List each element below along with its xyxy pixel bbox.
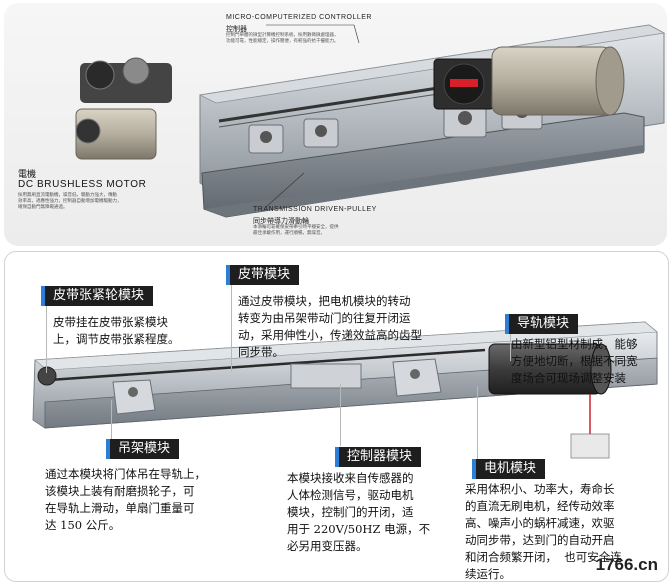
motor-description: 採用無刷直流電動機，噪音低，驅動力強大，傳動 效率高，適應性強力，控制器自動增加… xyxy=(18,193,122,210)
module-desc-controller: 本模块接收来自传感器的 人体检测信号，驱动电机 模块，控制门的开闭，适 用于 2… xyxy=(287,471,431,553)
module-tag-motor: 电机模块 xyxy=(472,459,546,479)
operator-3d-illustration xyxy=(75,24,666,218)
site-watermark: 1766.cn xyxy=(595,555,658,574)
module-desc-hanger: 通过本模块将门体吊在导轨上， 该模块上装有耐磨损轮子，可 在导轨上滑动，单扇门重… xyxy=(45,467,206,532)
top-product-panel: MICRO-COMPUTERIZED CONTROLLER 控制器 控制門單體的… xyxy=(4,3,667,246)
module-tag-belt: 皮带模块 xyxy=(226,265,300,285)
operator-rail-illustration xyxy=(32,321,658,459)
leader-rail xyxy=(510,329,511,361)
module-desc-belt: 通过皮带模块，把电机模块的转动 转变为由吊架带动门的往复开闭运 动，采用伸性小，… xyxy=(238,294,422,359)
pulley-caption-zh: 同步帶導力滑動輪 xyxy=(253,217,309,225)
motor-thumbnail-group xyxy=(75,57,172,160)
motor-caption-en: DC BRUSHLESS MOTOR xyxy=(18,179,147,190)
leader-motor xyxy=(477,386,478,462)
controller-caption-zh: 控制器 xyxy=(226,25,247,33)
module-tag-controller: 控制器模块 xyxy=(335,447,422,467)
leader-tension xyxy=(46,295,47,373)
module-tag-rail: 导轨模块 xyxy=(505,314,579,334)
controller-description: 控制門單體的微型計算機控制系統，採用數碼微處理器， 功能可靠，性能穩定，操作簡便… xyxy=(226,33,339,44)
module-desc-motor: 采用体积小、功率大，寿命长 的直流无刷电机，经传动效率 高、噪声小的蜗杆减速，欢… xyxy=(465,482,622,581)
module-tag-hanger: 吊架模块 xyxy=(106,439,180,459)
module-tag-tension: 皮带张紧轮模块 xyxy=(41,286,154,306)
leader-belt xyxy=(231,274,232,372)
bottom-module-panel: 皮带张紧轮模块 皮带挂在皮带张紧模块 上，调节皮带张紧程度。 皮带模块 通过皮带… xyxy=(4,251,669,582)
tension-wheel xyxy=(37,366,57,386)
hanger-left xyxy=(112,379,156,415)
pulley-description: 本滑輪可靠確保皮帶牽引時平穩安全，提供 最佳承載作用，運行順暢，無噪音。 xyxy=(253,225,339,236)
leader-controller xyxy=(340,384,341,446)
pulley-caption-en: TRANSMISSION DRIVEN-PULLEY xyxy=(253,206,377,213)
leader-hanger xyxy=(111,400,112,440)
main-motor xyxy=(491,46,613,116)
module-desc-tension: 皮带挂在皮带张紧模块 上，调节皮带张紧程度。 xyxy=(53,315,180,346)
controller-caption-en: MICRO-COMPUTERIZED CONTROLLER xyxy=(226,14,372,21)
controller-block xyxy=(290,363,362,389)
timing-belt xyxy=(48,348,486,382)
motor-caption-zh: 電機 xyxy=(18,170,37,180)
motor-connector xyxy=(570,433,610,459)
module-desc-rail: 由新型铝型材制成，能够 方便地切断，根据不同宽 度场合可现场调整安装 xyxy=(511,337,638,385)
